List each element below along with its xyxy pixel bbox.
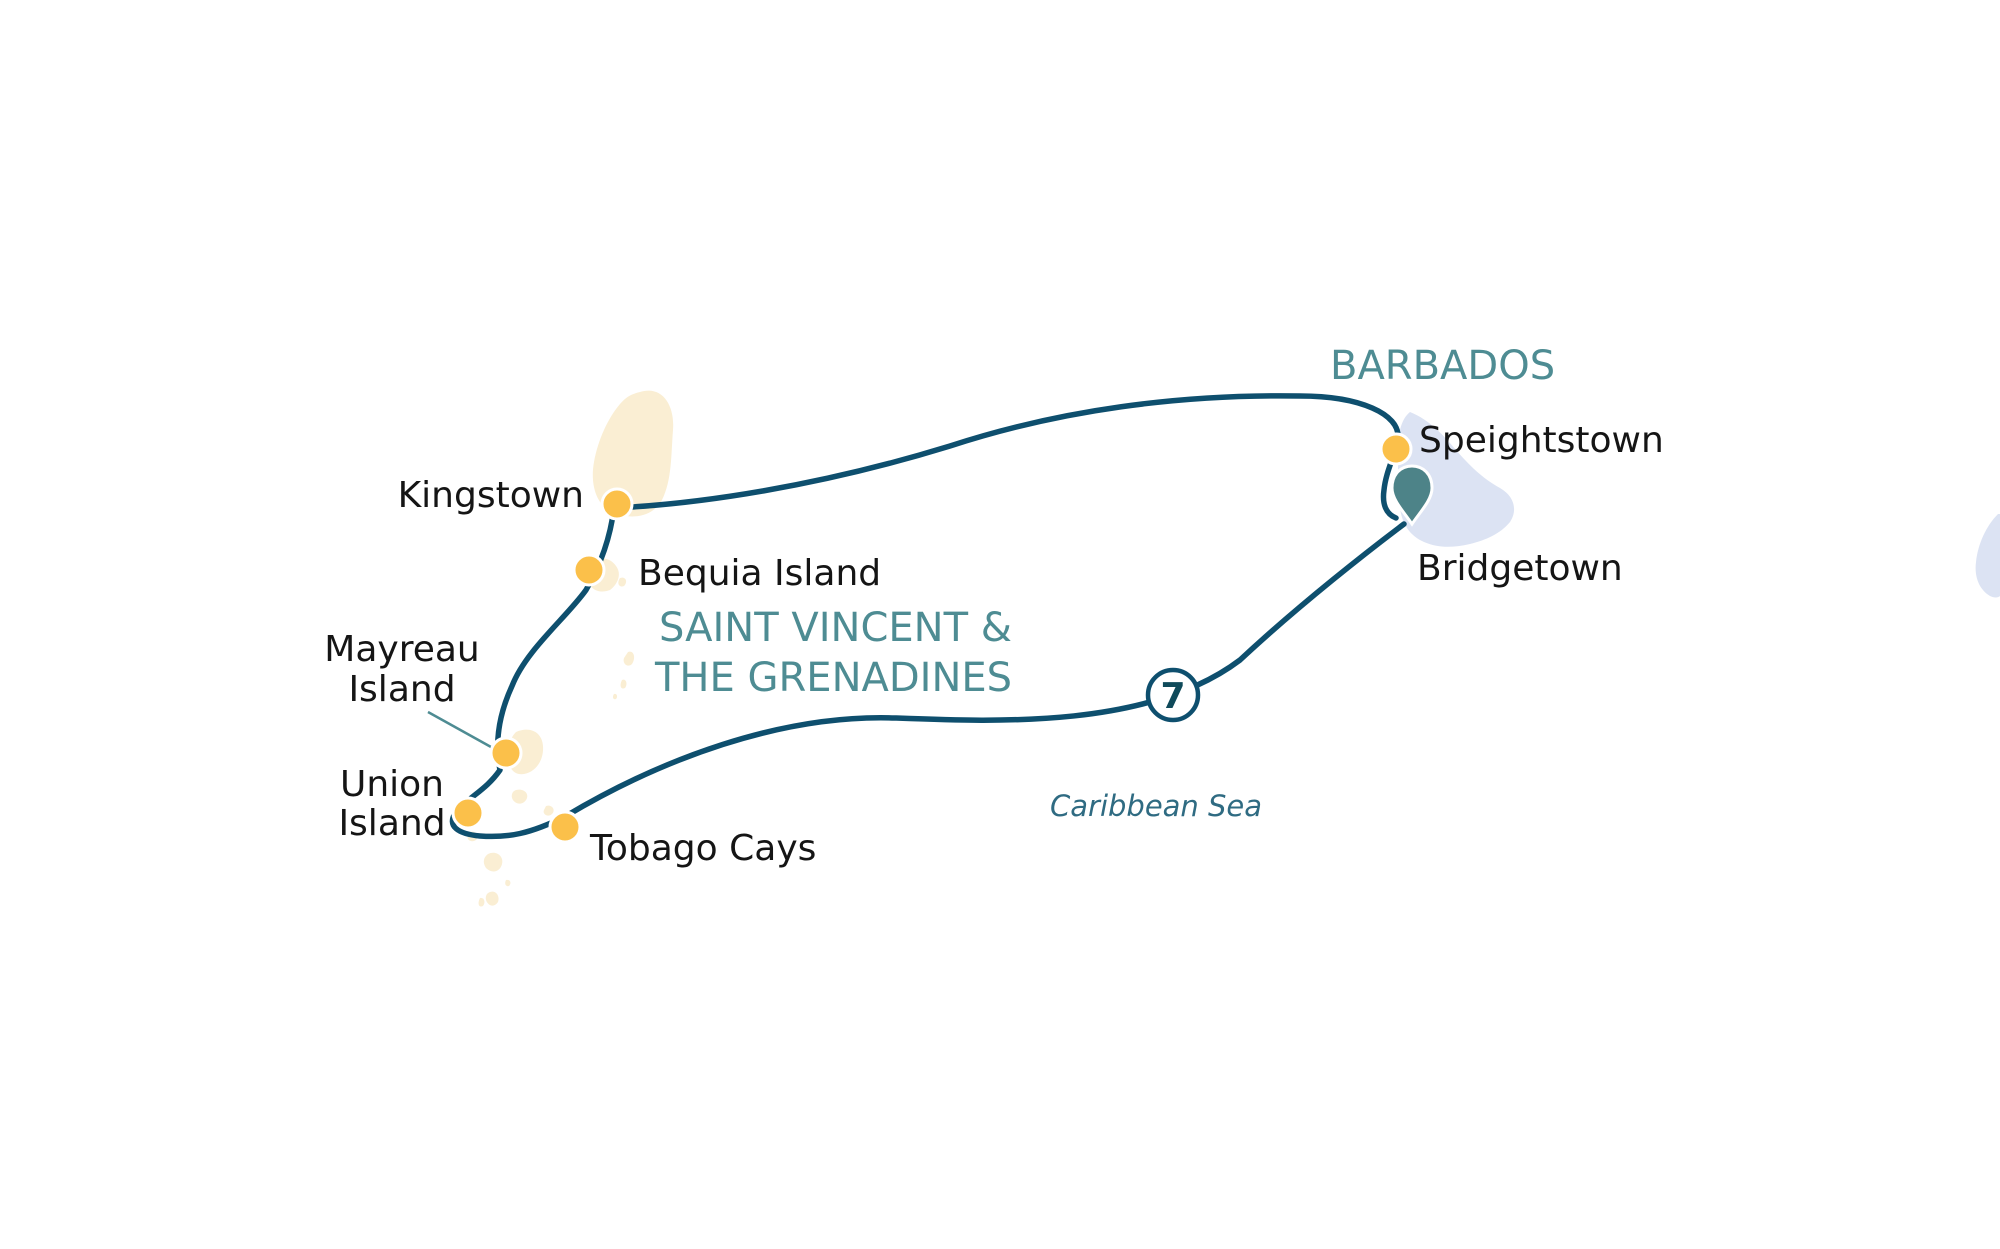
day-count-circle bbox=[1145, 667, 1201, 723]
start-pin-bridgetown[interactable] bbox=[1390, 464, 1434, 527]
port-label-speightstown: Speightstown bbox=[1419, 420, 1664, 461]
barbados-island bbox=[1398, 412, 1515, 547]
port-label-bridgetown: Bridgetown bbox=[1417, 548, 1623, 589]
cruise-route bbox=[449, 393, 1407, 840]
port-marker-kingstown[interactable] bbox=[600, 487, 634, 521]
region-label-svg-line1: SAINT VINCENT & bbox=[659, 605, 1012, 651]
small-islet bbox=[511, 789, 528, 804]
small-islet bbox=[620, 679, 627, 689]
port-label-union-line2: Island bbox=[338, 803, 445, 844]
port-label-union-line1: Union bbox=[340, 764, 444, 805]
region-label-barbados: BARBADOS bbox=[1330, 343, 1555, 389]
small-islet bbox=[505, 879, 511, 887]
port-label-tobago-cays: Tobago Cays bbox=[589, 828, 816, 869]
saint-vincent-island bbox=[592, 390, 674, 517]
small-islet bbox=[485, 891, 499, 906]
day-count: 7 bbox=[1160, 676, 1185, 717]
small-islet bbox=[543, 805, 554, 816]
port-markers bbox=[451, 432, 1413, 844]
distant-island bbox=[1975, 514, 2000, 598]
small-islet bbox=[483, 852, 503, 872]
sea-label: Caribbean Sea bbox=[1050, 789, 1262, 823]
port-label-mayreau-line2: Island bbox=[348, 669, 455, 710]
port-marker-speightstown[interactable] bbox=[1379, 432, 1413, 466]
small-islet bbox=[478, 897, 485, 907]
mayreau-leader-line bbox=[427, 710, 501, 754]
port-label-bequia: Bequia Island bbox=[638, 553, 881, 594]
small-islet bbox=[612, 693, 618, 700]
port-marker-tobago-cays[interactable] bbox=[548, 810, 582, 844]
port-label-kingstown: Kingstown bbox=[398, 475, 584, 516]
day-count-marker: 7 bbox=[1145, 667, 1201, 723]
small-islet bbox=[618, 577, 627, 587]
port-marker-union[interactable] bbox=[451, 796, 485, 830]
small-islet bbox=[623, 651, 635, 666]
port-label-mayreau-line1: Mayreau bbox=[324, 629, 479, 670]
port-marker-bequia[interactable] bbox=[572, 553, 606, 587]
port-marker-mayreau[interactable] bbox=[489, 736, 523, 770]
region-label-svg-line2: THE GRENADINES bbox=[654, 655, 1012, 701]
